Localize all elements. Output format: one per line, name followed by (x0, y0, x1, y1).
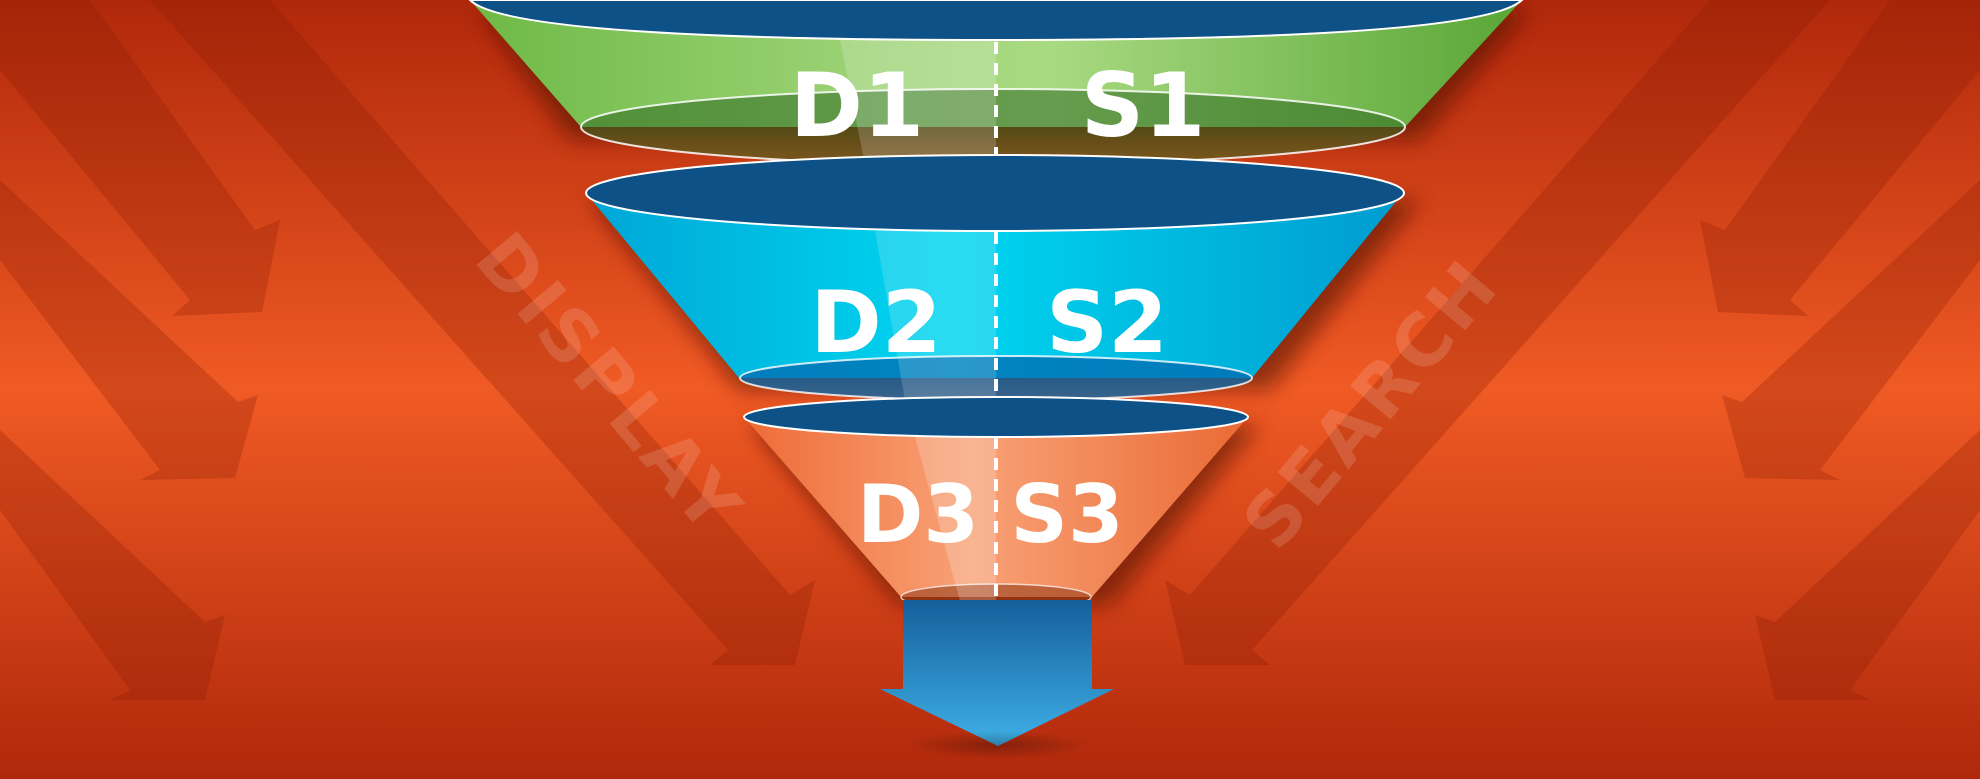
stage-3-top-rim (743, 396, 1249, 438)
stage-1-display-label: D1 (790, 54, 924, 157)
output-arrow-shape (880, 600, 1114, 746)
stage-3-highlight (915, 437, 996, 612)
bg-arrow-right-2 (1722, 180, 1980, 480)
bg-arrow-right-big (1165, 0, 1830, 665)
bg-arrow-left-1 (0, 0, 280, 316)
stage-1-search-label: S1 (1081, 54, 1206, 157)
stage-2-top-rim (585, 154, 1405, 232)
stage-1-top-rim (468, 0, 1524, 42)
stage-2-display-label: D2 (810, 273, 941, 373)
funnel-stage-2: D2 S2 (585, 154, 1405, 401)
stage-2-highlight (875, 231, 996, 400)
output-arrow-shadow (908, 731, 1088, 759)
funnel-output-arrow (880, 600, 1114, 759)
funnel-stage-3: D3 S3 (743, 396, 1249, 612)
bg-arrow-left-2 (0, 180, 258, 480)
stage-3-search-label: S3 (1010, 468, 1123, 561)
stage-3-display-label: D3 (857, 468, 979, 561)
stage-1-inner-shadow (581, 89, 1405, 165)
bg-arrow-right-3 (1755, 430, 1980, 700)
stage-1-highlight (840, 40, 996, 165)
bg-arrow-right-1 (1700, 0, 1980, 316)
bg-arrow-left-3 (0, 430, 225, 700)
background-arrows (0, 0, 1980, 700)
stage-2-search-label: S2 (1046, 273, 1168, 373)
stage-2-inner-shadow (740, 356, 1252, 400)
funnel-stage-1: D1 S1 (468, 0, 1524, 166)
bg-arrow-left-big (150, 0, 815, 665)
